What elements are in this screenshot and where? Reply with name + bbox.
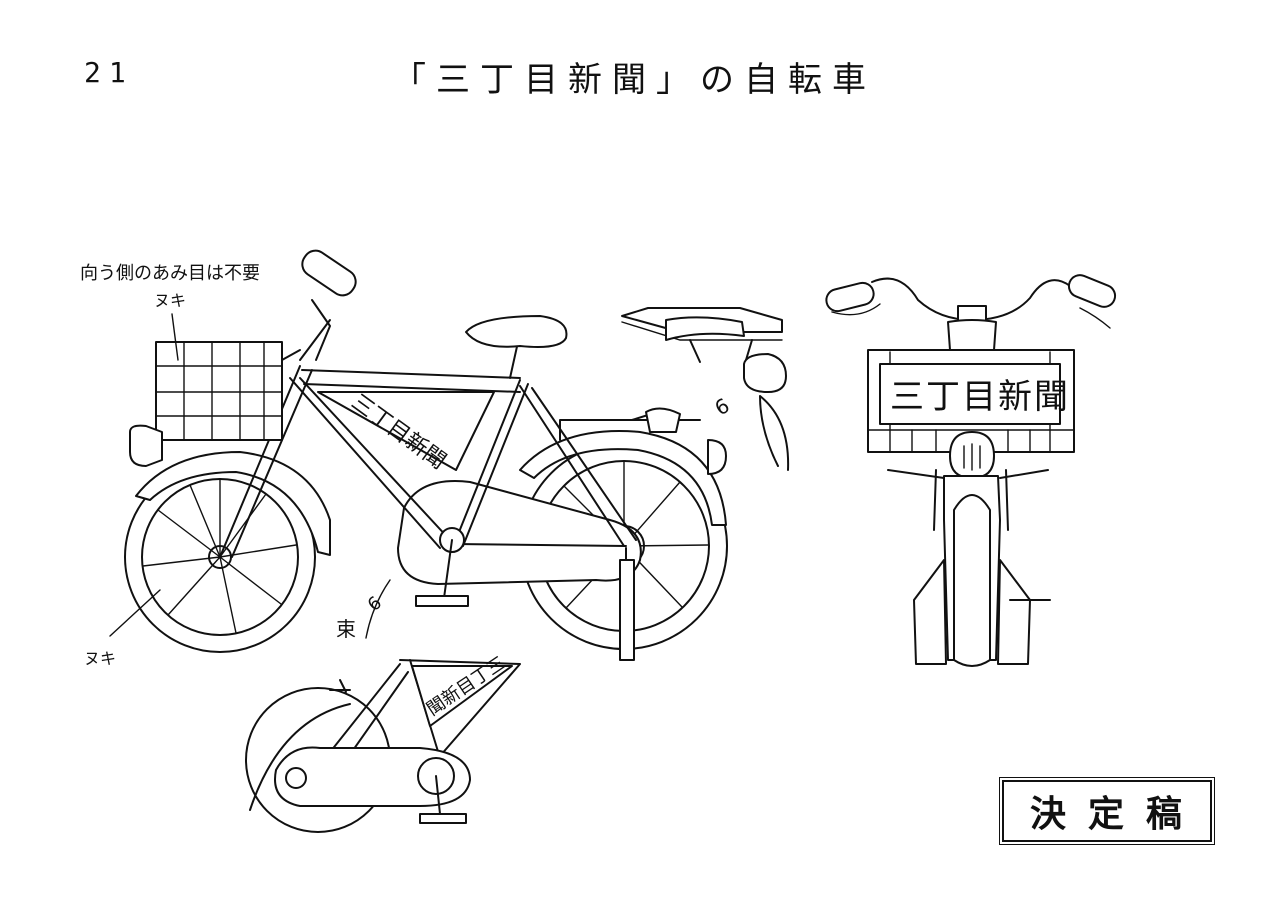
bundle-mark: 6 <box>364 592 386 615</box>
front-grip-left <box>825 281 875 313</box>
basket-nuki-label: ヌキ <box>154 291 186 310</box>
side-view-bicycle: 三丁目新聞 <box>80 249 728 668</box>
carrier-bundle-strap <box>645 407 681 433</box>
bundle-label: 束 <box>336 617 356 641</box>
pedal <box>415 595 469 607</box>
sheet-title: 「三丁目新聞」の自転車 <box>392 60 876 100</box>
bundle-closeup: 束 6 聞新目丁三 <box>245 579 521 833</box>
frame <box>219 319 637 558</box>
front-basket <box>155 341 301 441</box>
crank-arm <box>443 539 453 599</box>
front-grip-right <box>1067 274 1117 308</box>
front-basket-sign: 三丁目新聞 <box>890 377 1070 417</box>
rear-lamp <box>707 439 727 475</box>
chain-guard <box>397 480 642 585</box>
basket-note: 向う側のあみ目は不要 <box>80 263 260 284</box>
status-stamp: 決定稿 <box>999 777 1215 845</box>
page-number: 21 <box>84 56 134 89</box>
rear-reflector <box>743 353 787 393</box>
saddle <box>465 315 568 348</box>
handlebar-grip <box>301 249 357 297</box>
front-lamp <box>129 424 163 467</box>
mirrored-frame-sign-panel <box>411 665 513 727</box>
front-view-tire <box>953 494 991 667</box>
front-view-basket: 三丁目新聞 <box>867 349 1075 453</box>
closeup-chain-guard <box>274 746 471 807</box>
wheel-nuki-label: ヌキ <box>84 649 116 668</box>
front-basket-sign-panel <box>879 363 1061 425</box>
rack-mark: 6 <box>711 393 734 420</box>
rear-fender <box>519 430 727 526</box>
handlebar-stem <box>311 299 331 361</box>
frame-sign-panel <box>317 391 495 471</box>
front-view-bicycle: 三丁目新聞 <box>825 274 1117 667</box>
seat-post <box>509 341 519 379</box>
front-fender <box>135 451 331 556</box>
